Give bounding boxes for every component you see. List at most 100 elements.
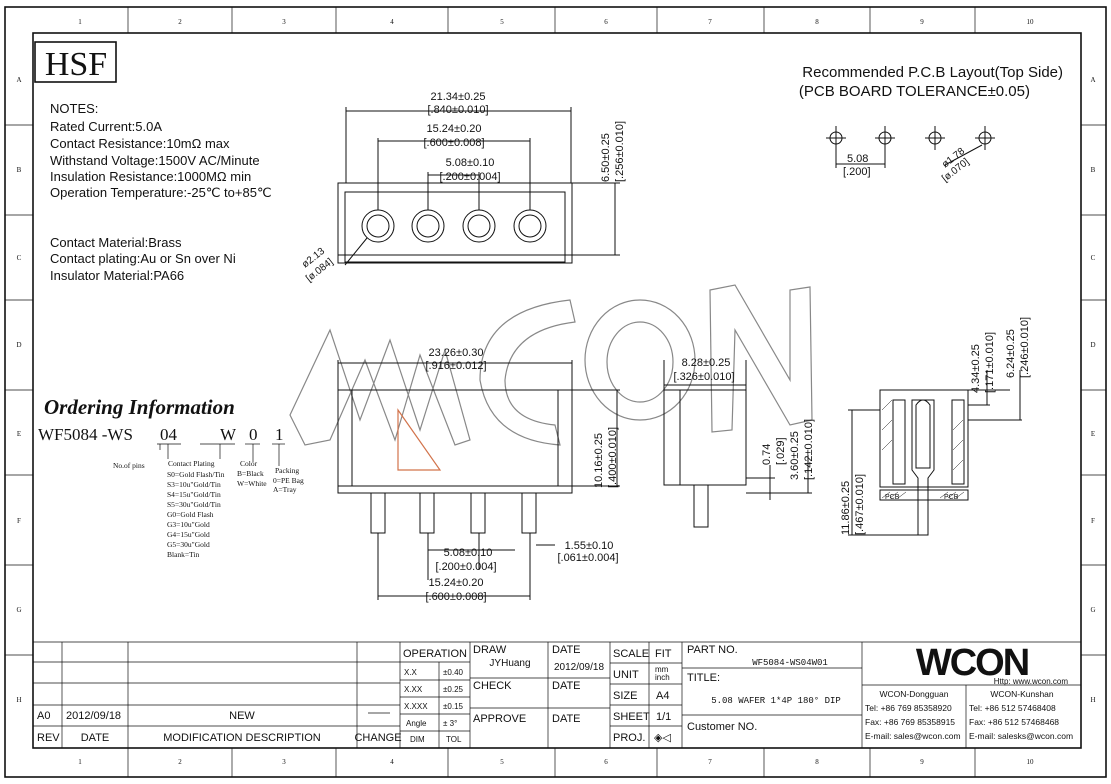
svg-text:[.200±0.004]: [.200±0.004]	[439, 171, 500, 183]
top-view: 21.34±0.25 [.840±0.010] 15.24±0.20 [.600…	[300, 91, 626, 284]
ordering-plating: W	[220, 425, 237, 444]
col-label: 1	[78, 758, 82, 766]
plating-option: G4=15u"Gold	[167, 530, 210, 539]
row-label: G	[1090, 606, 1095, 614]
plating-option: S0=Gold Flash/Tin	[167, 470, 225, 479]
row-label: F	[1091, 517, 1095, 525]
inner-frame	[32, 32, 1082, 749]
svg-text:X.X: X.X	[404, 668, 418, 677]
part-number: WF5084-WS04W01	[752, 658, 828, 668]
pcb-tag-left: PCB	[885, 494, 900, 501]
svg-text:±0.15: ±0.15	[443, 702, 464, 711]
border-ticks	[5, 7, 1106, 777]
svg-text:3.60±0.25: 3.60±0.25	[789, 431, 801, 480]
svg-text:Fax: +86 512 57468468: Fax: +86 512 57468468	[969, 717, 1059, 727]
svg-text:1/1: 1/1	[656, 711, 671, 723]
approve-date-label: DATE	[552, 713, 581, 725]
col-label: 1	[78, 18, 82, 26]
part-title: 5.08 WAFER 1*4P 180° DIP	[711, 696, 841, 706]
color-option: B=Black	[237, 469, 264, 478]
date-header: DATE	[81, 732, 110, 744]
title-label: TITLE:	[687, 672, 720, 684]
wcon-logo: WCON	[916, 642, 1028, 684]
col-label: 7	[708, 758, 712, 766]
row-label: D	[1090, 341, 1095, 349]
svg-text:[.200]: [.200]	[843, 166, 871, 178]
svg-text:0.74: 0.74	[761, 444, 773, 465]
rev-header: REV	[37, 732, 60, 744]
svg-text:15.24±0.20: 15.24±0.20	[429, 577, 484, 589]
color-label: Color	[240, 459, 258, 468]
svg-text:15.24±0.20: 15.24±0.20	[427, 123, 482, 135]
svg-text:PROJ.: PROJ.	[613, 732, 645, 744]
svg-text:11.86±0.25: 11.86±0.25	[840, 481, 852, 535]
col-label: 5	[500, 758, 504, 766]
plating-option: S4=15u"Gold/Tin	[167, 490, 221, 499]
check-label: CHECK	[473, 680, 512, 692]
material-line: Contact plating:Au or Sn over Ni	[50, 251, 236, 266]
orange-marker	[397, 408, 442, 471]
part-label: PART NO.	[687, 644, 738, 656]
svg-text:E-mail: sales@wcon.com: E-mail: sales@wcon.com	[865, 731, 961, 741]
col-label: 8	[815, 18, 819, 26]
ordering-title: Ordering Information	[44, 395, 235, 419]
outer-frame	[4, 6, 1107, 778]
svg-text:DIM: DIM	[410, 735, 425, 744]
row-label: C	[17, 254, 22, 262]
svg-text:[.200±0.004]: [.200±0.004]	[435, 561, 496, 573]
row-label: C	[1091, 254, 1096, 262]
col-label: 3	[282, 18, 286, 26]
border-labels: 1 2 3 4 5 6 7 8 9 10 1 2 3 4 5 6 7 8 9 1…	[16, 18, 1095, 766]
svg-text:6.24±0.25: 6.24±0.25	[1005, 329, 1017, 378]
note-line: Withstand Voltage:1500V AC/Minute	[50, 153, 260, 168]
svg-text:X.XX: X.XX	[404, 685, 423, 694]
approve-label: APPROVE	[473, 713, 526, 725]
svg-text:[.916±0.012]: [.916±0.012]	[425, 360, 486, 372]
note-line: Contact Resistance:10mΩ max	[50, 136, 230, 151]
svg-text:[.600±0.008]: [.600±0.008]	[423, 137, 484, 149]
svg-text:[.600±0.008]: [.600±0.008]	[425, 591, 486, 603]
svg-text:E-mail: salesks@wcon.com: E-mail: salesks@wcon.com	[969, 731, 1073, 741]
wcon-watermark	[289, 284, 813, 446]
row-label: B	[1091, 166, 1096, 174]
plating-option: G3=10u"Gold	[167, 520, 210, 529]
draw-label: DRAW	[473, 644, 507, 656]
note-line: Rated Current:5.0A	[50, 119, 162, 134]
svg-text:[.256±0.010]: [.256±0.010]	[614, 121, 626, 182]
svg-text:WCON-Kunshan: WCON-Kunshan	[990, 689, 1054, 699]
svg-text:TOL: TOL	[446, 735, 462, 744]
svg-text:[.171±0.010]: [.171±0.010]	[984, 332, 996, 393]
col-label: 6	[604, 18, 608, 26]
material-line: Insulator Material:PA66	[50, 268, 184, 283]
svg-text:1.55±0.10: 1.55±0.10	[565, 540, 614, 552]
svg-text:SIZE: SIZE	[613, 690, 637, 702]
plating-option: Blank=Tin	[167, 550, 200, 559]
rev-value: A0	[37, 710, 50, 722]
plating-label: Contact Plating	[168, 459, 215, 468]
row-label: A	[16, 76, 21, 84]
title-block: A0 2012/09/18 NEW REV DATE MODIFICATION …	[33, 641, 1081, 748]
rev-desc: NEW	[229, 710, 255, 722]
layout-title: Recommended P.C.B Layout(Top Side)	[802, 64, 1063, 81]
svg-text:Fax: +86 769 85358915: Fax: +86 769 85358915	[865, 717, 955, 727]
rev-date: 2012/09/18	[66, 710, 121, 722]
svg-text:5.08±0.10: 5.08±0.10	[444, 547, 493, 559]
svg-text:[.840±0.010]: [.840±0.010]	[427, 104, 488, 116]
row-label: B	[17, 166, 22, 174]
svg-text:X.XXX: X.XXX	[404, 702, 428, 711]
svg-text:[.326±0.010]: [.326±0.010]	[673, 371, 734, 383]
svg-text:[.142±0.010]: [.142±0.010]	[803, 419, 815, 480]
col-label: 9	[920, 758, 924, 766]
row-label: D	[16, 341, 21, 349]
col-label: 9	[920, 18, 924, 26]
packing-option: A=Tray	[273, 485, 297, 494]
notes-header: NOTES:	[50, 101, 98, 116]
ordering-pins: 04	[160, 425, 178, 444]
col-label: 7	[708, 18, 712, 26]
notes: NOTES: Rated Current:5.0A Contact Resist…	[50, 101, 272, 283]
svg-text:±0.25: ±0.25	[443, 685, 464, 694]
ordering-packing: 1	[275, 425, 284, 444]
company-block: WCON Http: www.wcon.com WCON-Dongguan Te…	[865, 642, 1073, 741]
svg-text:4.34±0.25: 4.34±0.25	[970, 344, 982, 393]
